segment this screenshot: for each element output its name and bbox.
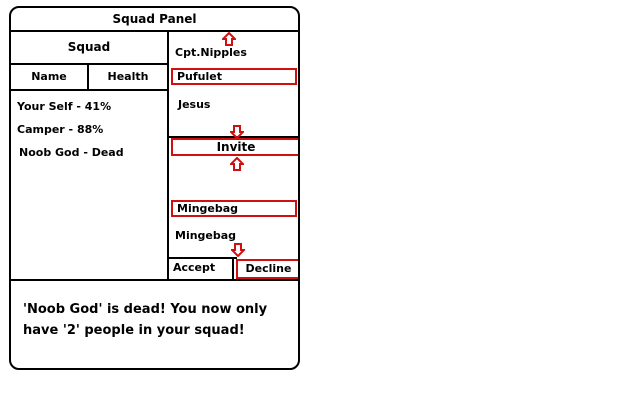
- player-list-item[interactable]: Cpt.Nipples: [175, 46, 247, 59]
- invite-section: Cpt.Nipples Pufulet Jesus Invite Mingeba…: [169, 32, 298, 279]
- scroll-up-arrow-icon[interactable]: [222, 32, 236, 46]
- button-divider: [169, 257, 237, 259]
- invite-list-item-selected[interactable]: Mingebag: [171, 200, 297, 217]
- arrow-down-icon: [230, 125, 244, 139]
- decline-button[interactable]: Decline: [236, 259, 298, 279]
- squad-member-row[interactable]: Camper - 88%: [17, 123, 104, 136]
- squad-section: Squad Name Health Your Self - 41% Camper…: [11, 32, 169, 279]
- name-column-header: Name: [11, 65, 89, 89]
- status-message: 'Noob God' is dead! You now only have '2…: [11, 279, 298, 368]
- player-list-item[interactable]: Jesus: [178, 98, 211, 111]
- squad-member-row[interactable]: Noob God - Dead: [19, 146, 124, 159]
- squad-header: Squad: [11, 32, 167, 65]
- squad-columns: Name Health: [11, 65, 167, 91]
- scroll-down-arrow-icon[interactable]: [231, 243, 245, 257]
- invite-button[interactable]: Invite: [171, 138, 298, 156]
- accept-button[interactable]: Accept: [169, 259, 234, 279]
- health-column-header: Health: [107, 70, 149, 83]
- list-divider: [169, 136, 298, 138]
- squad-member-row[interactable]: Your Self - 41%: [17, 100, 112, 113]
- squad-panel: Squad Panel Squad Name Health Your Self …: [9, 6, 300, 370]
- invite-list-item[interactable]: Mingebag: [175, 229, 237, 242]
- panel-title: Squad Panel: [11, 8, 298, 32]
- player-list-item-selected[interactable]: Pufulet: [171, 68, 297, 85]
- squad-member-list: Your Self - 41% Camper - 88% Noob God - …: [11, 91, 167, 164]
- arrow-up-icon: [230, 157, 244, 171]
